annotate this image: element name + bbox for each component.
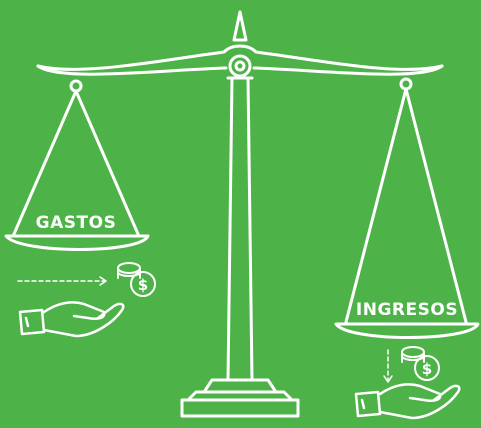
dashed-arrow-icon [18, 277, 106, 285]
income-label: INGRESOS [348, 300, 466, 320]
open-hand-icon [356, 384, 459, 418]
right-pan-icon [336, 79, 478, 338]
dollar-coins-icon: $ [118, 263, 155, 296]
open-hand-icon [20, 302, 123, 336]
scale-column-icon [182, 12, 298, 416]
dashed-arrow-down-icon [384, 350, 392, 382]
dollar-coins-icon: $ [402, 347, 439, 380]
balance-beam-icon [38, 46, 442, 76]
svg-text:$: $ [138, 276, 148, 294]
expenses-label: GASTOS [26, 213, 126, 233]
svg-text:$: $ [422, 360, 432, 378]
